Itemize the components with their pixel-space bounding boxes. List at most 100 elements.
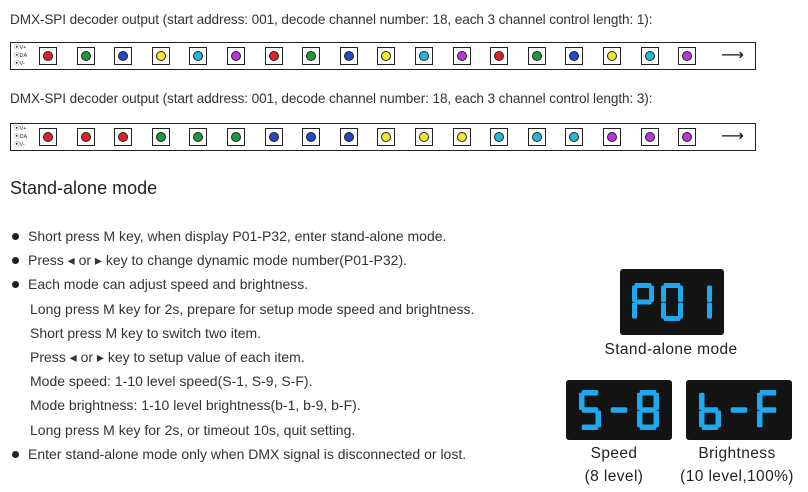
segment xyxy=(639,424,657,430)
led-cell xyxy=(490,128,509,146)
led-dot xyxy=(569,51,580,61)
segment xyxy=(581,407,599,413)
pin-labels: ⦿V+ ⦿DA ⦿V- xyxy=(14,45,27,68)
section-title: Stand-alone mode xyxy=(10,178,158,198)
arrow-right-icon: ⟶ xyxy=(721,128,744,145)
segment xyxy=(759,407,777,413)
bullet-icon xyxy=(12,257,19,265)
led-cell xyxy=(678,128,697,146)
bullet-text: Each mode can adjust speed and brightnes… xyxy=(28,276,309,293)
led-cell xyxy=(227,128,245,146)
led-dot xyxy=(231,132,241,142)
segment xyxy=(634,299,652,305)
segment xyxy=(678,302,683,319)
led-cell xyxy=(527,47,546,65)
led-dot xyxy=(306,51,317,61)
strip1-caption: DMX-SPI decoder output (start address: 0… xyxy=(10,12,653,27)
sub-item: Short press M key to switch two item. xyxy=(10,321,474,345)
led-cell xyxy=(114,47,133,65)
segment xyxy=(663,316,681,321)
led-dot xyxy=(155,51,166,61)
display-standalone xyxy=(620,269,724,335)
seven-segment-readout xyxy=(579,390,659,430)
sub-item: Long press M key for 2s, or timeout 10s,… xyxy=(10,418,474,442)
led-dot xyxy=(80,51,91,61)
sub-item: Long press M key for 2s, prepare for set… xyxy=(10,297,474,321)
led-cell xyxy=(415,128,433,146)
led-cell xyxy=(377,47,396,65)
segment xyxy=(759,390,777,396)
bullet-text: Short press M key, when display P01-P32,… xyxy=(28,228,447,244)
led-cell xyxy=(640,47,659,65)
led-cell xyxy=(264,128,283,146)
led-dot xyxy=(644,51,655,61)
led-dot xyxy=(268,132,279,142)
pin-vminus: ⦿V- xyxy=(14,141,25,148)
led-cell xyxy=(415,47,433,65)
led-cell xyxy=(640,128,659,146)
brightness-label: Brightness xyxy=(698,445,776,462)
led-cell xyxy=(264,47,283,65)
sub-item: Mode speed: 1-10 level speed(S-1, S-9, S… xyxy=(10,369,474,393)
bullet-text: Mode brightness: 1-10 level brightness(b… xyxy=(30,397,361,414)
led-dot xyxy=(343,132,354,142)
led-cell xyxy=(302,128,321,146)
segment xyxy=(632,285,637,302)
led-dot xyxy=(682,132,693,142)
led-dot xyxy=(118,51,129,61)
led-dot xyxy=(343,51,354,61)
led-cell xyxy=(565,128,584,146)
led-dot xyxy=(43,132,53,142)
led-cell xyxy=(114,128,133,146)
led-dot xyxy=(193,51,204,61)
led-cell xyxy=(678,47,697,65)
segment xyxy=(632,302,637,319)
segment xyxy=(757,392,763,410)
segment xyxy=(661,302,666,319)
speed-sublabel: (8 level) xyxy=(584,468,644,485)
segment xyxy=(715,410,721,428)
pin-da: ⦿DA xyxy=(14,52,28,59)
led-cell xyxy=(189,128,208,146)
led-dot xyxy=(43,51,53,61)
arrow-right-icon: ⟶ xyxy=(721,47,744,64)
led-dot xyxy=(80,132,91,142)
segment xyxy=(634,283,652,288)
bullet-text: Press ◂ or ▸ key to setup value of each … xyxy=(30,348,305,365)
led-cell xyxy=(490,47,509,65)
segment xyxy=(581,424,599,430)
speed-label: Speed xyxy=(590,445,638,462)
led-cell xyxy=(151,128,170,146)
led-cell xyxy=(39,128,57,146)
bullet-text: Mode speed: 1-10 level speed(S-1, S-9, S… xyxy=(30,373,313,390)
sub-item: Mode brightness: 1-10 level brightness(b… xyxy=(10,393,474,417)
brightness-sublabel: (10 level,100%) xyxy=(680,468,794,485)
led-dot xyxy=(494,132,505,142)
segment xyxy=(663,283,681,288)
segment xyxy=(649,285,654,302)
pixel-strip-2: ⦿V+ ⦿DA ⦿V- ⟶ xyxy=(10,123,756,151)
led-cell xyxy=(452,47,471,65)
led-cell xyxy=(339,47,358,65)
led-dot xyxy=(607,51,617,61)
segment xyxy=(707,302,712,319)
led-cell xyxy=(76,47,95,65)
segment xyxy=(581,390,599,396)
segment xyxy=(730,407,748,413)
segment xyxy=(579,392,585,410)
bullet-icon xyxy=(12,233,19,240)
segment xyxy=(707,285,712,302)
segment xyxy=(678,285,683,302)
led-cell xyxy=(603,128,621,146)
led-dot xyxy=(682,51,693,61)
led-dot xyxy=(419,51,429,61)
led-cell xyxy=(565,47,584,65)
led-cell xyxy=(76,128,95,146)
led-dot xyxy=(268,51,279,61)
led-cell xyxy=(527,128,546,146)
led-cell xyxy=(339,128,358,146)
pin-vplus: ⦿V+ xyxy=(14,45,27,51)
led-dot xyxy=(644,132,655,142)
pin-vminus: ⦿V- xyxy=(14,60,25,67)
bullet-text: Enter stand-alone mode only when DMX sig… xyxy=(28,445,467,462)
